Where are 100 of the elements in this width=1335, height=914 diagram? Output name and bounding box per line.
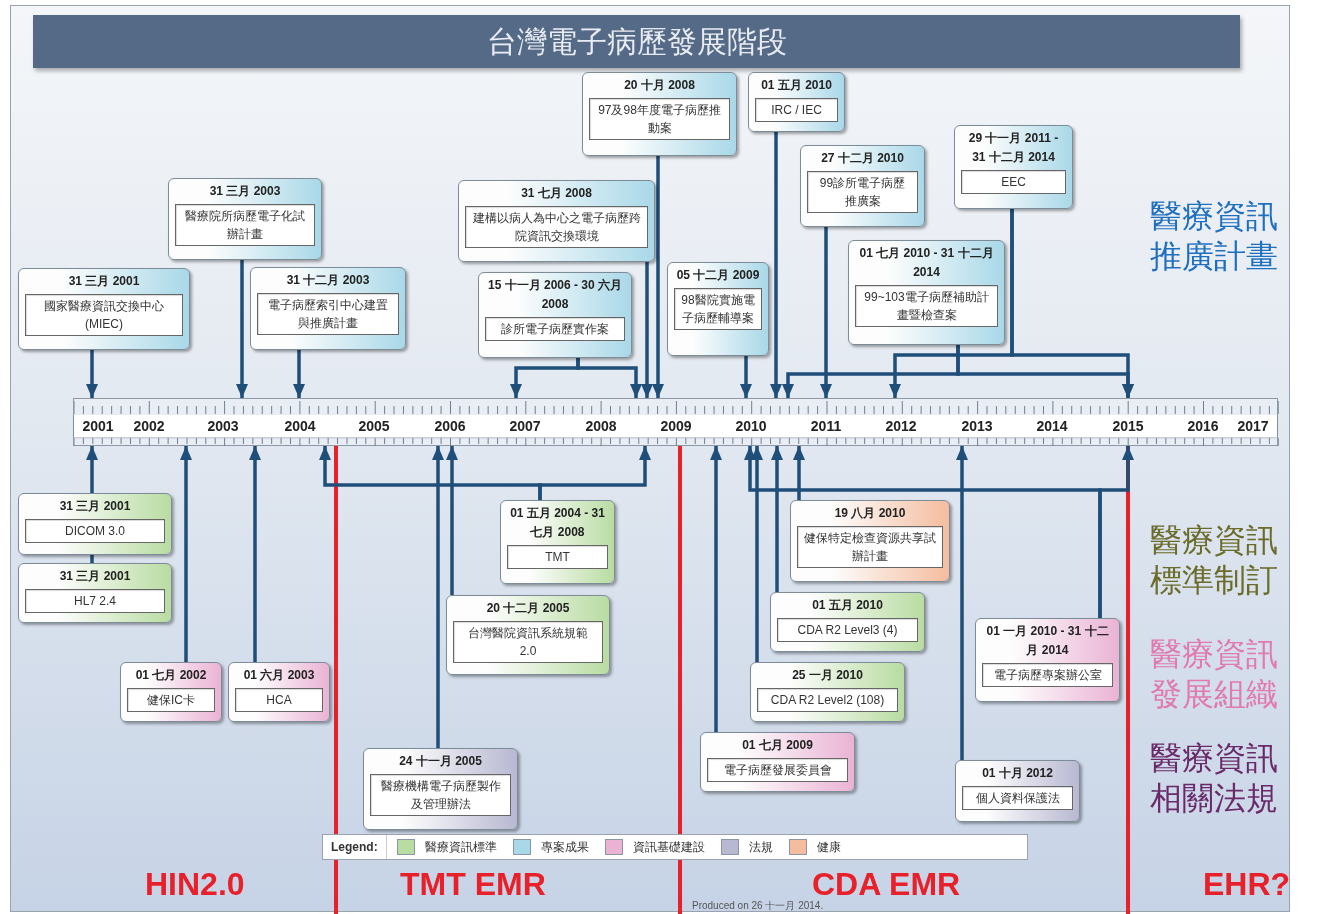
year-label: 2017 [1237, 417, 1269, 435]
timeline-axis [73, 398, 1278, 446]
event-description: HCA [235, 688, 323, 712]
event-card [363, 748, 518, 830]
year-label: 2003 [207, 417, 239, 435]
event-card [700, 732, 855, 792]
event-card [582, 72, 737, 156]
event-date: 01 十月 2012 [981, 765, 1054, 782]
arrow [751, 446, 763, 662]
event-description: 健保特定檢查資源共享試辦計畫 [797, 526, 943, 568]
event-description: 醫療院所病歷電子化試辦計畫 [175, 204, 315, 246]
legend-label: 法規 [748, 838, 773, 856]
category-label: 醫療資訊標準制訂 [1150, 521, 1279, 600]
event-date: 31 三月 2001 [58, 568, 132, 585]
event-date: 20 十二月 2005 [485, 600, 571, 617]
category-label: 醫療資訊相關法規 [1150, 739, 1279, 818]
event-card [667, 262, 769, 356]
event-card [168, 178, 322, 260]
year-label: 2004 [284, 417, 316, 435]
arrow [432, 446, 444, 748]
event-card [748, 72, 845, 132]
arrow [1098, 446, 1134, 618]
event-date: 01 七月 2010 - 31 十二月 2014 [858, 245, 995, 281]
event-card [18, 493, 172, 555]
arrow [180, 446, 192, 662]
year-label: 2010 [735, 417, 767, 435]
arrow [770, 132, 782, 398]
event-card [975, 618, 1120, 702]
arrow [956, 345, 1134, 398]
era-label: TMT EMR [400, 865, 546, 904]
event-date: 15 十一月 2006 - 30 六月 2008 [486, 277, 624, 313]
event-card [954, 125, 1073, 209]
era-label: HIN2.0 [145, 865, 245, 904]
title-bar: 台灣電子病歷發展階段 [33, 15, 1240, 68]
event-description: 醫療機構電子病歷製作及管理辦法 [370, 774, 511, 816]
event-card [478, 272, 632, 358]
footer-note: Produced on 26 十一月 2014. [692, 899, 824, 912]
event-description: 97及98年度電子病歷推動案 [589, 98, 730, 140]
year-label: 2013 [961, 417, 993, 435]
event-description: 台灣醫院資訊系統規範2.0 [453, 621, 603, 663]
category-label: 醫療資訊發展組織 [1150, 635, 1279, 714]
event-date: 24 十一月 2005 [398, 753, 483, 770]
event-card [750, 662, 905, 722]
arrow [740, 356, 752, 398]
arrow [771, 446, 783, 592]
event-card [458, 180, 655, 262]
event-card [250, 267, 406, 350]
year-label: 2007 [509, 417, 541, 435]
year-label: 2009 [660, 417, 692, 435]
event-description: 個人資料保護法 [962, 786, 1073, 810]
event-card [790, 500, 950, 582]
arrow [710, 446, 722, 732]
event-card [18, 563, 172, 623]
event-date: 31 三月 2001 [58, 498, 132, 515]
event-date: 29 十一月 2011 - 31 十二月 2014 [967, 130, 1060, 166]
event-date: 01 一月 2010 - 31 十二月 2014 [985, 623, 1110, 659]
event-description: 健保IC卡 [127, 688, 215, 712]
event-date: 01 五月 2010 [760, 77, 833, 94]
legend-label: 專案成果 [540, 838, 589, 856]
arrow [820, 227, 832, 398]
year-label: 2001 [82, 417, 114, 435]
year-label: 2005 [358, 417, 390, 435]
event-date: 01 七月 2009 [741, 737, 814, 754]
arrow [446, 446, 458, 595]
event-description: 建構以病人為中心之電子病歷跨院資訊交換環境 [465, 206, 648, 248]
event-description: 電子病歷發展委員會 [707, 758, 848, 782]
event-card [120, 662, 222, 722]
event-date: 01 五月 2004 - 31 七月 2008 [509, 505, 606, 541]
arrow [538, 446, 651, 500]
event-card [955, 760, 1080, 822]
arrow [236, 260, 248, 398]
legend-label: 健康 [816, 838, 841, 856]
event-date: 01 五月 2010 [811, 597, 884, 614]
event-date: 20 十月 2008 [623, 77, 696, 94]
connector-line [90, 555, 94, 563]
legend-label: 醫療資訊標準 [424, 838, 497, 856]
event-card [18, 268, 190, 350]
legend-label: 資訊基礎建設 [632, 838, 705, 856]
event-card [228, 662, 330, 722]
arrow [956, 446, 968, 760]
event-date: 31 十二月 2003 [285, 272, 371, 289]
era-label: EHR? [1203, 865, 1291, 904]
legend-title: Legend: [331, 835, 387, 859]
event-description: IRC / IEC [755, 98, 838, 122]
event-date: 31 三月 2003 [208, 183, 282, 200]
event-date: 25 一月 2010 [791, 667, 864, 684]
arrow [86, 446, 98, 493]
event-description: HL7 2.4 [25, 589, 165, 613]
event-description: 99~103電子病歷補助計畫暨檢查案 [855, 285, 998, 327]
event-card [770, 592, 925, 652]
event-description: 國家醫療資訊交換中心 (MIEC) [25, 294, 183, 336]
event-description: 診所電子病歷實作案 [485, 317, 625, 341]
year-label: 2016 [1187, 417, 1219, 435]
event-card [446, 595, 610, 675]
arrow [652, 156, 664, 398]
event-description: CDA R2 Level2 (108) [757, 688, 898, 712]
arrow [293, 350, 305, 398]
year-label: 2014 [1036, 417, 1068, 435]
event-description: 98醫院實施電子病歷輔導案 [674, 288, 762, 330]
event-description: 電子病歷索引中心建置與推廣計畫 [257, 293, 399, 335]
